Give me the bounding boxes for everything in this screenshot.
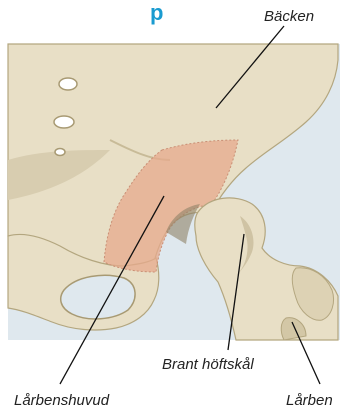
label-brant-höftskål: Brant höftskål bbox=[162, 356, 254, 373]
label-lårben: Lårben bbox=[286, 392, 333, 409]
sacral-hole bbox=[55, 149, 65, 156]
sacral-hole bbox=[54, 116, 74, 128]
label-lårbenshuvud: Lårbenshuvud bbox=[14, 392, 109, 409]
sacral-hole bbox=[59, 78, 77, 90]
label-backen: Bäcken bbox=[264, 8, 314, 25]
